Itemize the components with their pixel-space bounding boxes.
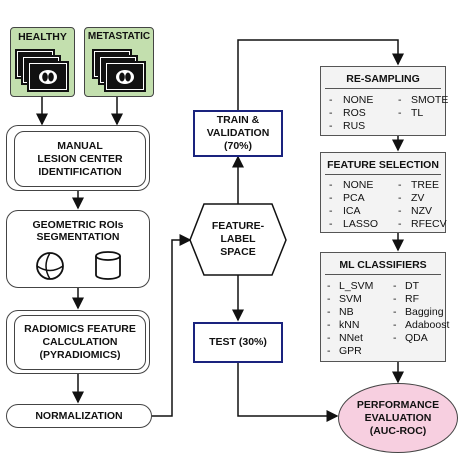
ml-classifier-item: SVM (339, 293, 362, 305)
resampling-item: TL (411, 107, 424, 119)
feature-selection-box: FEATURE SELECTION NONE PCA ICA LASSO TRE… (320, 152, 447, 233)
resampling-divider (325, 88, 441, 89)
feature-selection-item: NZV (411, 205, 432, 217)
feature-selection-item: TREE (411, 179, 440, 191)
feature-selection-item: ICA (343, 205, 361, 217)
healthy-input-box: HEALTHY (10, 27, 75, 97)
metastatic-label: METASTATIC (87, 31, 151, 42)
feature-label-space-label: FEATURE- LABEL SPACE (211, 220, 265, 258)
feature-selection-item: LASSO (343, 218, 379, 230)
feature-selection-item: NONE (343, 179, 374, 191)
metastatic-input-box: METASTATIC (84, 27, 154, 97)
resampling-item: RUS (343, 120, 366, 132)
resampling-item: NONE (343, 94, 374, 106)
arrow-test-to-performance (237, 363, 339, 422)
feature-selection-title: FEATURE SELECTION (327, 159, 439, 171)
resampling-item: ROS (343, 107, 366, 119)
ml-classifier-item: RF (405, 293, 419, 305)
manual-identification-box: MANUAL LESION CENTER IDENTIFICATION (14, 131, 146, 187)
train-validation-box: TRAIN & VALIDATION (70%) (193, 110, 283, 157)
feature-selection-divider (325, 174, 441, 175)
radiomics-calculation-box: RADIOMICS FEATURE CALCULATION (PYRADIOMI… (14, 315, 146, 370)
ml-classifier-item: kNN (339, 319, 360, 331)
performance-evaluation-ellipse: PERFORMANCE EVALUATION (AUC-ROC) (338, 383, 458, 453)
arrow-normalization-to-feature-space (152, 234, 192, 417)
feature-selection-item: PCA (343, 192, 365, 204)
test-box: TEST (30%) (193, 322, 283, 363)
normalization-label: NORMALIZATION (35, 410, 123, 422)
resampling-title: RE-SAMPLING (346, 73, 420, 85)
cylinder-icon (95, 251, 121, 280)
geometric-roi-label: GEOMETRIC ROIs SEGMENTATION (32, 219, 124, 243)
ml-classifier-item: L_SVM (339, 280, 374, 292)
performance-evaluation-label: PERFORMANCE EVALUATION (AUC-ROC) (356, 398, 440, 437)
arrow-train-to-resampling (237, 39, 404, 110)
ml-classifier-item: NB (339, 306, 354, 318)
ml-classifier-item: DT (405, 280, 419, 292)
sphere-icon (36, 252, 64, 280)
feature-selection-item: ZV (411, 192, 425, 204)
normalization-box: NORMALIZATION (6, 404, 152, 428)
ml-classifier-item: Adaboost (405, 319, 450, 331)
ml-classifier-item: QDA (405, 332, 428, 344)
ml-classifiers-box: ML CLASSIFIERS L_SVM SVM NB kNN NNet GPR… (320, 252, 450, 362)
feature-selection-item: RFECV (411, 218, 447, 230)
resampling-item: SMOTE (411, 94, 449, 106)
ct-scan-stack-icon (15, 49, 69, 92)
ml-classifier-item: NNet (339, 332, 363, 344)
ml-classifiers-divider (325, 274, 441, 275)
ct-scan-stack-icon (92, 49, 146, 92)
resampling-box: RE-SAMPLING NONE ROS RUS SMOTE TL - - - … (320, 66, 449, 136)
ml-classifier-item: Bagging (405, 306, 444, 318)
ml-classifier-item: GPR (339, 345, 362, 357)
feature-label-space-hexagon (189, 203, 287, 276)
healthy-label: HEALTHY (18, 31, 67, 43)
ml-classifiers-title: ML CLASSIFIERS (339, 259, 427, 271)
geometric-roi-box: GEOMETRIC ROIs SEGMENTATION (6, 210, 150, 288)
